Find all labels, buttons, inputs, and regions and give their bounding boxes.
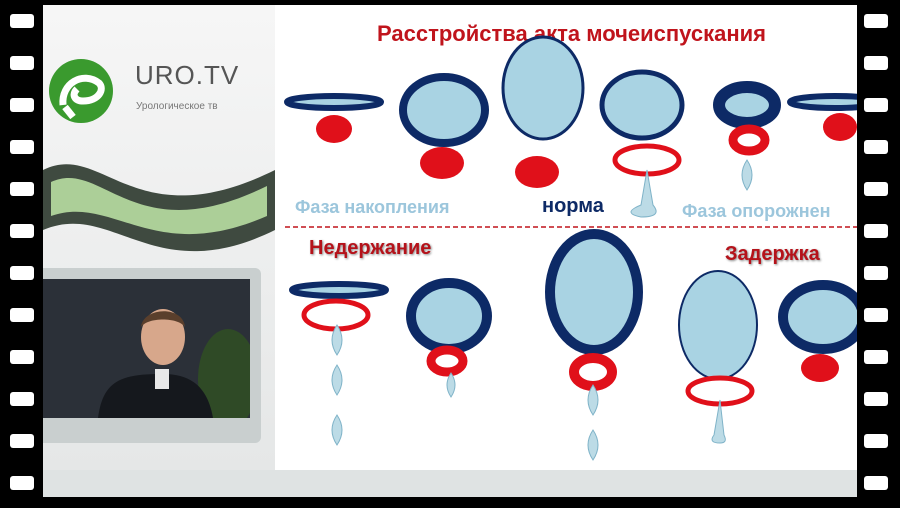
bladder-storage-1 — [284, 93, 384, 111]
phase-storage-label: Фаза накопления — [295, 197, 450, 217]
brand-tagline: Урологическое тв — [136, 101, 218, 112]
incontinence-label: Недержание — [309, 237, 432, 259]
urine-stream-icon — [711, 399, 726, 444]
sphincter — [515, 156, 559, 188]
urine-stream-icon — [630, 169, 657, 218]
droplet-icon — [331, 414, 343, 446]
film-hole — [10, 350, 34, 364]
film-strip-graphic — [43, 164, 275, 252]
uro-tv-logo-icon — [49, 59, 113, 123]
film-hole — [864, 56, 888, 70]
bladder-retention-2 — [778, 280, 857, 354]
droplet-icon — [331, 324, 343, 356]
bladder-voiding-2 — [713, 81, 781, 129]
film-hole — [10, 140, 34, 154]
brand-name: URO.TV — [135, 60, 240, 90]
droplet-icon — [587, 384, 599, 416]
film-hole — [10, 266, 34, 280]
speaker-video[interactable] — [43, 279, 258, 429]
slide-title: Расстройства акта мочеиспускания — [377, 21, 766, 46]
sphincter-open — [612, 143, 682, 177]
droplet-icon — [587, 429, 599, 461]
film-hole — [864, 14, 888, 28]
film-hole — [864, 350, 888, 364]
droplet-icon — [331, 364, 343, 396]
film-hole — [10, 308, 34, 322]
retention-label: Задержка — [725, 243, 820, 265]
film-hole — [864, 308, 888, 322]
bladder-norm-full — [501, 35, 585, 141]
bottom-bar — [43, 470, 857, 497]
speaker-image — [43, 279, 258, 429]
film-hole — [864, 140, 888, 154]
film-hole — [864, 476, 888, 490]
film-hole — [864, 224, 888, 238]
bladder-diagrams — [284, 35, 857, 461]
film-hole — [864, 434, 888, 448]
presentation-slide: Расстройства акта мочеиспускания — [275, 5, 857, 470]
sphincter-ring — [728, 124, 770, 156]
bladder-incont-2 — [406, 278, 492, 354]
film-hole — [10, 392, 34, 406]
bladder-incont-1 — [289, 281, 389, 299]
film-hole — [10, 182, 34, 196]
phase-voiding-label: Фаза опорожнен — [682, 201, 831, 221]
sphincter-open — [301, 298, 371, 332]
film-hole — [10, 434, 34, 448]
film-hole — [864, 266, 888, 280]
film-hole — [10, 476, 34, 490]
sphincter — [420, 147, 464, 179]
sphincter-ring — [426, 345, 468, 377]
sphincter — [801, 354, 839, 382]
film-hole — [864, 182, 888, 196]
film-hole — [864, 392, 888, 406]
sphincter — [823, 113, 857, 141]
bladder-norm-large — [545, 229, 643, 355]
film-hole — [10, 98, 34, 112]
droplet-icon — [446, 372, 456, 398]
bladder-voiding-3 — [787, 93, 857, 111]
bladder-storage-2 — [399, 73, 489, 147]
film-hole — [10, 14, 34, 28]
norm-label: норма — [542, 195, 604, 217]
sphincter-ring — [569, 353, 617, 391]
sphincter — [316, 115, 352, 143]
film-hole — [864, 98, 888, 112]
droplet-icon — [741, 159, 753, 191]
bladder-voiding-1 — [599, 69, 685, 141]
bladder-retention-1 — [678, 270, 758, 380]
film-hole — [10, 224, 34, 238]
film-hole — [10, 56, 34, 70]
